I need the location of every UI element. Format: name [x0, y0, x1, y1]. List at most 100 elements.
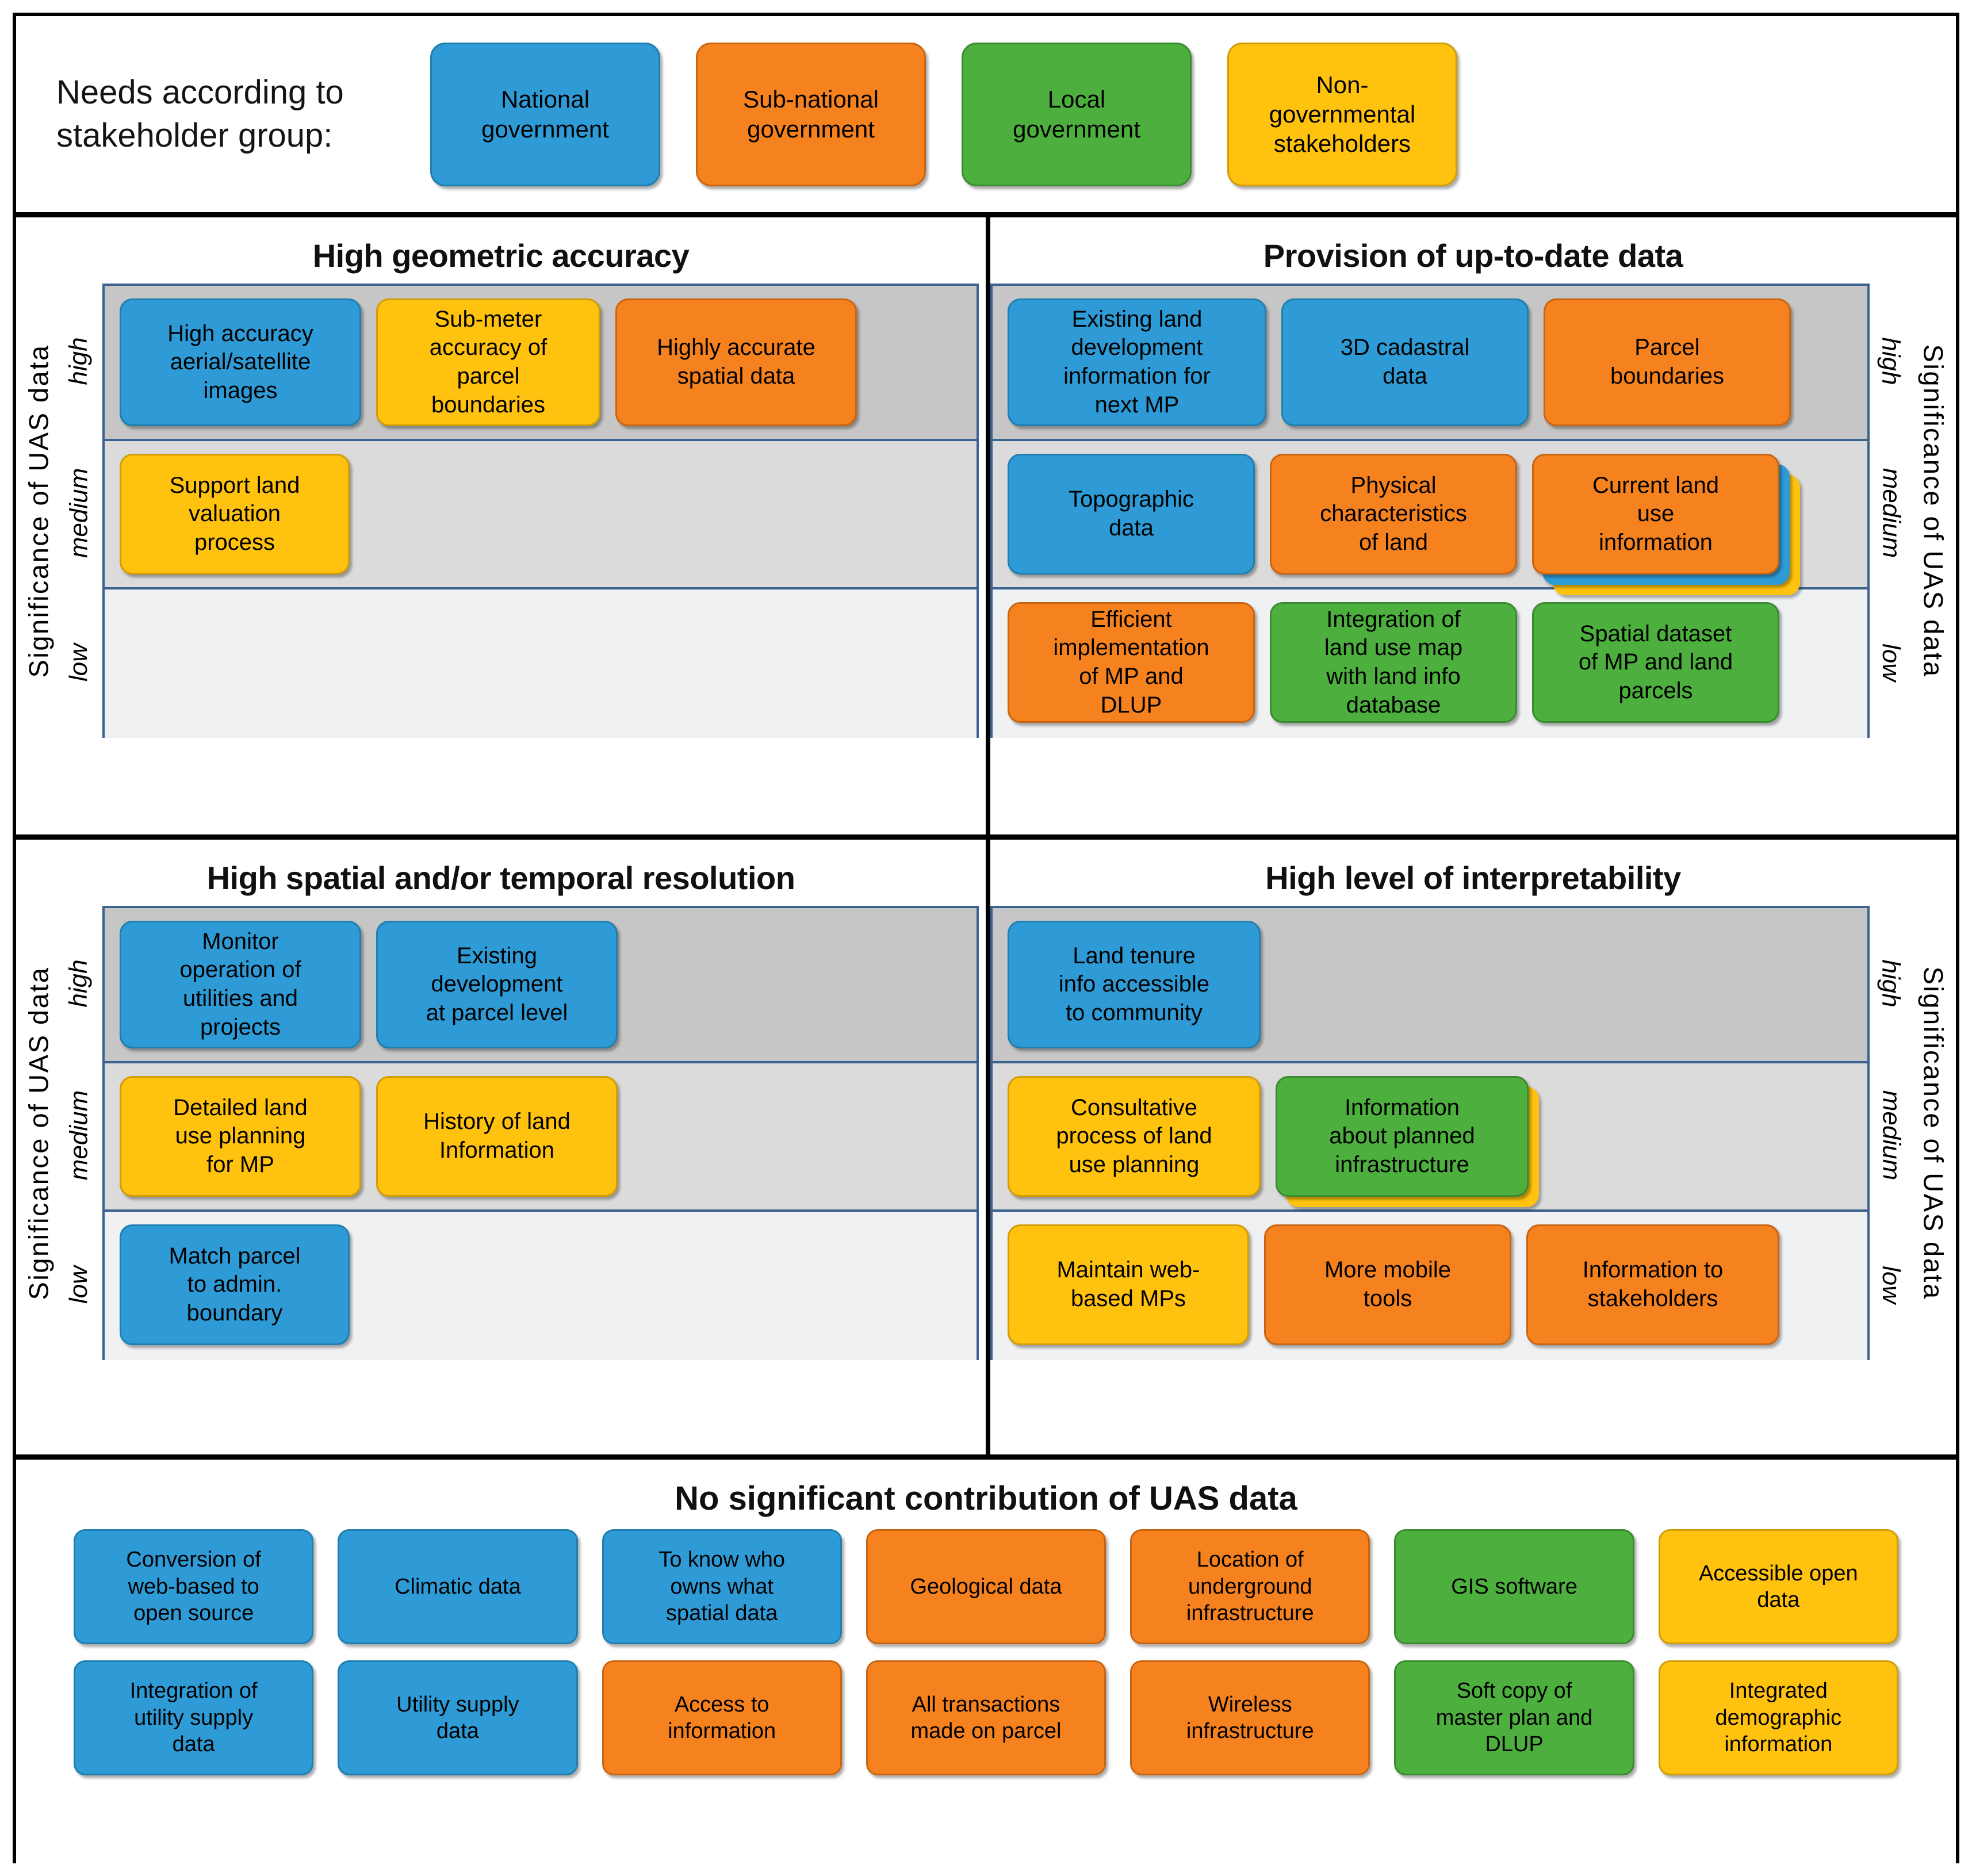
axis-tick-high: high	[1870, 284, 1912, 439]
need-node[interactable]: Topographic data	[1008, 454, 1255, 575]
no-contribution-node[interactable]: Access to information	[602, 1660, 842, 1775]
no-contribution-node[interactable]: All transactions made on parcel	[866, 1660, 1106, 1775]
axis-tick-label: medium	[1877, 468, 1905, 558]
no-contribution-node[interactable]: Location of underground infrastructure	[1130, 1529, 1370, 1644]
need-node[interactable]: More mobile tools	[1264, 1224, 1511, 1345]
node-container: Detailed land use planning for MP	[120, 1076, 361, 1197]
need-node[interactable]: Information about planned infrastructure	[1276, 1076, 1529, 1197]
no-contribution-node[interactable]: Geological data	[866, 1529, 1106, 1644]
need-node[interactable]: Efficient implementation of MP and DLUP	[1008, 602, 1255, 723]
need-node[interactable]: 3D cadastral data	[1281, 298, 1529, 426]
need-node[interactable]: Information to stakeholders	[1526, 1224, 1779, 1345]
legend-chip-blue[interactable]: National government	[430, 42, 660, 186]
need-node[interactable]: Spatial dataset of MP and land parcels	[1532, 602, 1779, 723]
need-node-label: Information to stakeholders	[1582, 1257, 1724, 1311]
no-contribution-node[interactable]: Accessible open data	[1658, 1529, 1898, 1644]
no-contribution-node[interactable]: Soft copy of master plan and DLUP	[1394, 1660, 1634, 1775]
need-node[interactable]: Detailed land use planning for MP	[120, 1076, 361, 1197]
no-contribution-node-label: Integration of utility supply data	[129, 1679, 258, 1757]
band-medium: Support land valuation process	[105, 441, 977, 589]
no-contribution-node[interactable]: Climatic data	[338, 1529, 578, 1644]
axis-title-text: Significance of UAS data	[23, 344, 54, 677]
quadrant-title: High spatial and/or temporal resolution	[206, 860, 795, 896]
need-node-label: History of land Information	[423, 1109, 570, 1163]
need-node-label: Current land use information	[1592, 472, 1720, 555]
node-container: Highly accurate spatial data	[615, 298, 857, 426]
need-node-label: Land tenure info accessible to community	[1058, 943, 1210, 1025]
axis-tick-medium: medium	[1870, 1061, 1912, 1209]
band-low: Match parcel to admin. boundary	[105, 1212, 977, 1360]
legend-chip-green[interactable]: Local government	[962, 42, 1192, 186]
need-node[interactable]: High accuracy aerial/satellite images	[120, 298, 361, 426]
legend-chip-label: Local government	[1013, 86, 1140, 143]
no-contribution-node[interactable]: Integrated demographic information	[1658, 1660, 1898, 1775]
legend-chip-label: National government	[481, 86, 609, 143]
need-node[interactable]: Monitor operation of utilities and proje…	[120, 921, 361, 1048]
need-node[interactable]: Consultative process of land use plannin…	[1008, 1076, 1261, 1197]
need-node[interactable]: Current land use information	[1532, 454, 1779, 575]
need-node[interactable]: Integration of land use map with land in…	[1270, 602, 1517, 723]
no-contribution-node[interactable]: Conversion of web-based to open source	[74, 1529, 314, 1644]
no-contribution-node[interactable]: To know who owns what spatial data	[602, 1529, 842, 1644]
need-node-label: Maintain web- based MPs	[1056, 1257, 1200, 1311]
need-node-label: Efficient implementation of MP and DLUP	[1053, 606, 1209, 718]
need-node[interactable]: Highly accurate spatial data	[615, 298, 857, 426]
no-contribution-node[interactable]: Integration of utility supply data	[74, 1660, 314, 1775]
matrix-horizontal-divider	[16, 834, 1956, 840]
axis-tick-medium: medium	[1870, 439, 1912, 587]
node-container: Land tenure info accessible to community	[1008, 921, 1261, 1048]
band-high: Monitor operation of utilities and proje…	[105, 908, 977, 1063]
no-contribution-node-label: Utility supply data	[396, 1692, 519, 1743]
need-node-label: Physical characteristics of land	[1320, 472, 1467, 555]
need-node[interactable]: Maintain web- based MPs	[1008, 1224, 1249, 1345]
need-node[interactable]: Existing land development information fo…	[1008, 298, 1266, 426]
node-container: 3D cadastral data	[1281, 298, 1529, 426]
need-node[interactable]: Existing development at parcel level	[376, 921, 618, 1048]
no-contribution-node[interactable]: GIS software	[1394, 1529, 1634, 1644]
legend-chip-list: National government Sub-national governme…	[430, 42, 1956, 186]
axis-tick-label: low	[1877, 643, 1905, 682]
significance-grid: Existing land development information fo…	[990, 284, 1870, 738]
need-node[interactable]: Land tenure info accessible to community	[1008, 921, 1261, 1048]
band-low: Efficient implementation of MP and DLUP I…	[993, 589, 1867, 738]
need-node[interactable]: Support land valuation process	[120, 454, 350, 575]
no-contribution-node[interactable]: Wireless infrastructure	[1130, 1660, 1370, 1775]
node-container: Current land use information	[1532, 454, 1800, 595]
axis-title: Significance of UAS data	[1914, 284, 1952, 738]
axis-tick-medium: medium	[58, 1061, 100, 1209]
bottom-section-title: No significant contribution of UAS data	[675, 1480, 1297, 1517]
need-node[interactable]: Sub-meter accuracy of parcel boundaries	[376, 298, 600, 426]
need-node-label: Match parcel to admin. boundary	[169, 1243, 301, 1326]
need-node-label: Highly accurate spatial data	[657, 335, 815, 389]
axis-title: Significance of UAS data	[1914, 906, 1952, 1360]
need-node[interactable]: Physical characteristics of land	[1270, 454, 1517, 575]
node-container: Existing development at parcel level	[376, 921, 618, 1048]
axis-tick-high: high	[58, 284, 100, 439]
axis-tick-label: high	[1877, 337, 1905, 385]
no-contribution-node[interactable]: Utility supply data	[338, 1660, 578, 1775]
node-container: Monitor operation of utilities and proje…	[120, 921, 361, 1048]
significance-grid: Land tenure info accessible to community…	[990, 906, 1870, 1360]
need-node[interactable]: Parcel boundaries	[1544, 298, 1791, 426]
node-container: Information to stakeholders	[1526, 1224, 1779, 1345]
legend-chip-yellow[interactable]: Non- governmental stakeholders	[1227, 42, 1457, 186]
significance-grid: Monitor operation of utilities and proje…	[102, 906, 979, 1360]
legend-chip-orange[interactable]: Sub-national government	[696, 42, 926, 186]
legend-chip-label: Non- governmental stakeholders	[1269, 71, 1416, 158]
need-node[interactable]: History of land Information	[376, 1076, 618, 1197]
node-container: Parcel boundaries	[1544, 298, 1791, 426]
axis-title-text: Significance of UAS data	[1918, 344, 1949, 677]
need-node[interactable]: Match parcel to admin. boundary	[120, 1224, 350, 1345]
axis-tick-label: low	[64, 643, 93, 682]
node-container: Physical characteristics of land	[1270, 454, 1517, 575]
axis-tick-low: low	[1870, 587, 1912, 738]
